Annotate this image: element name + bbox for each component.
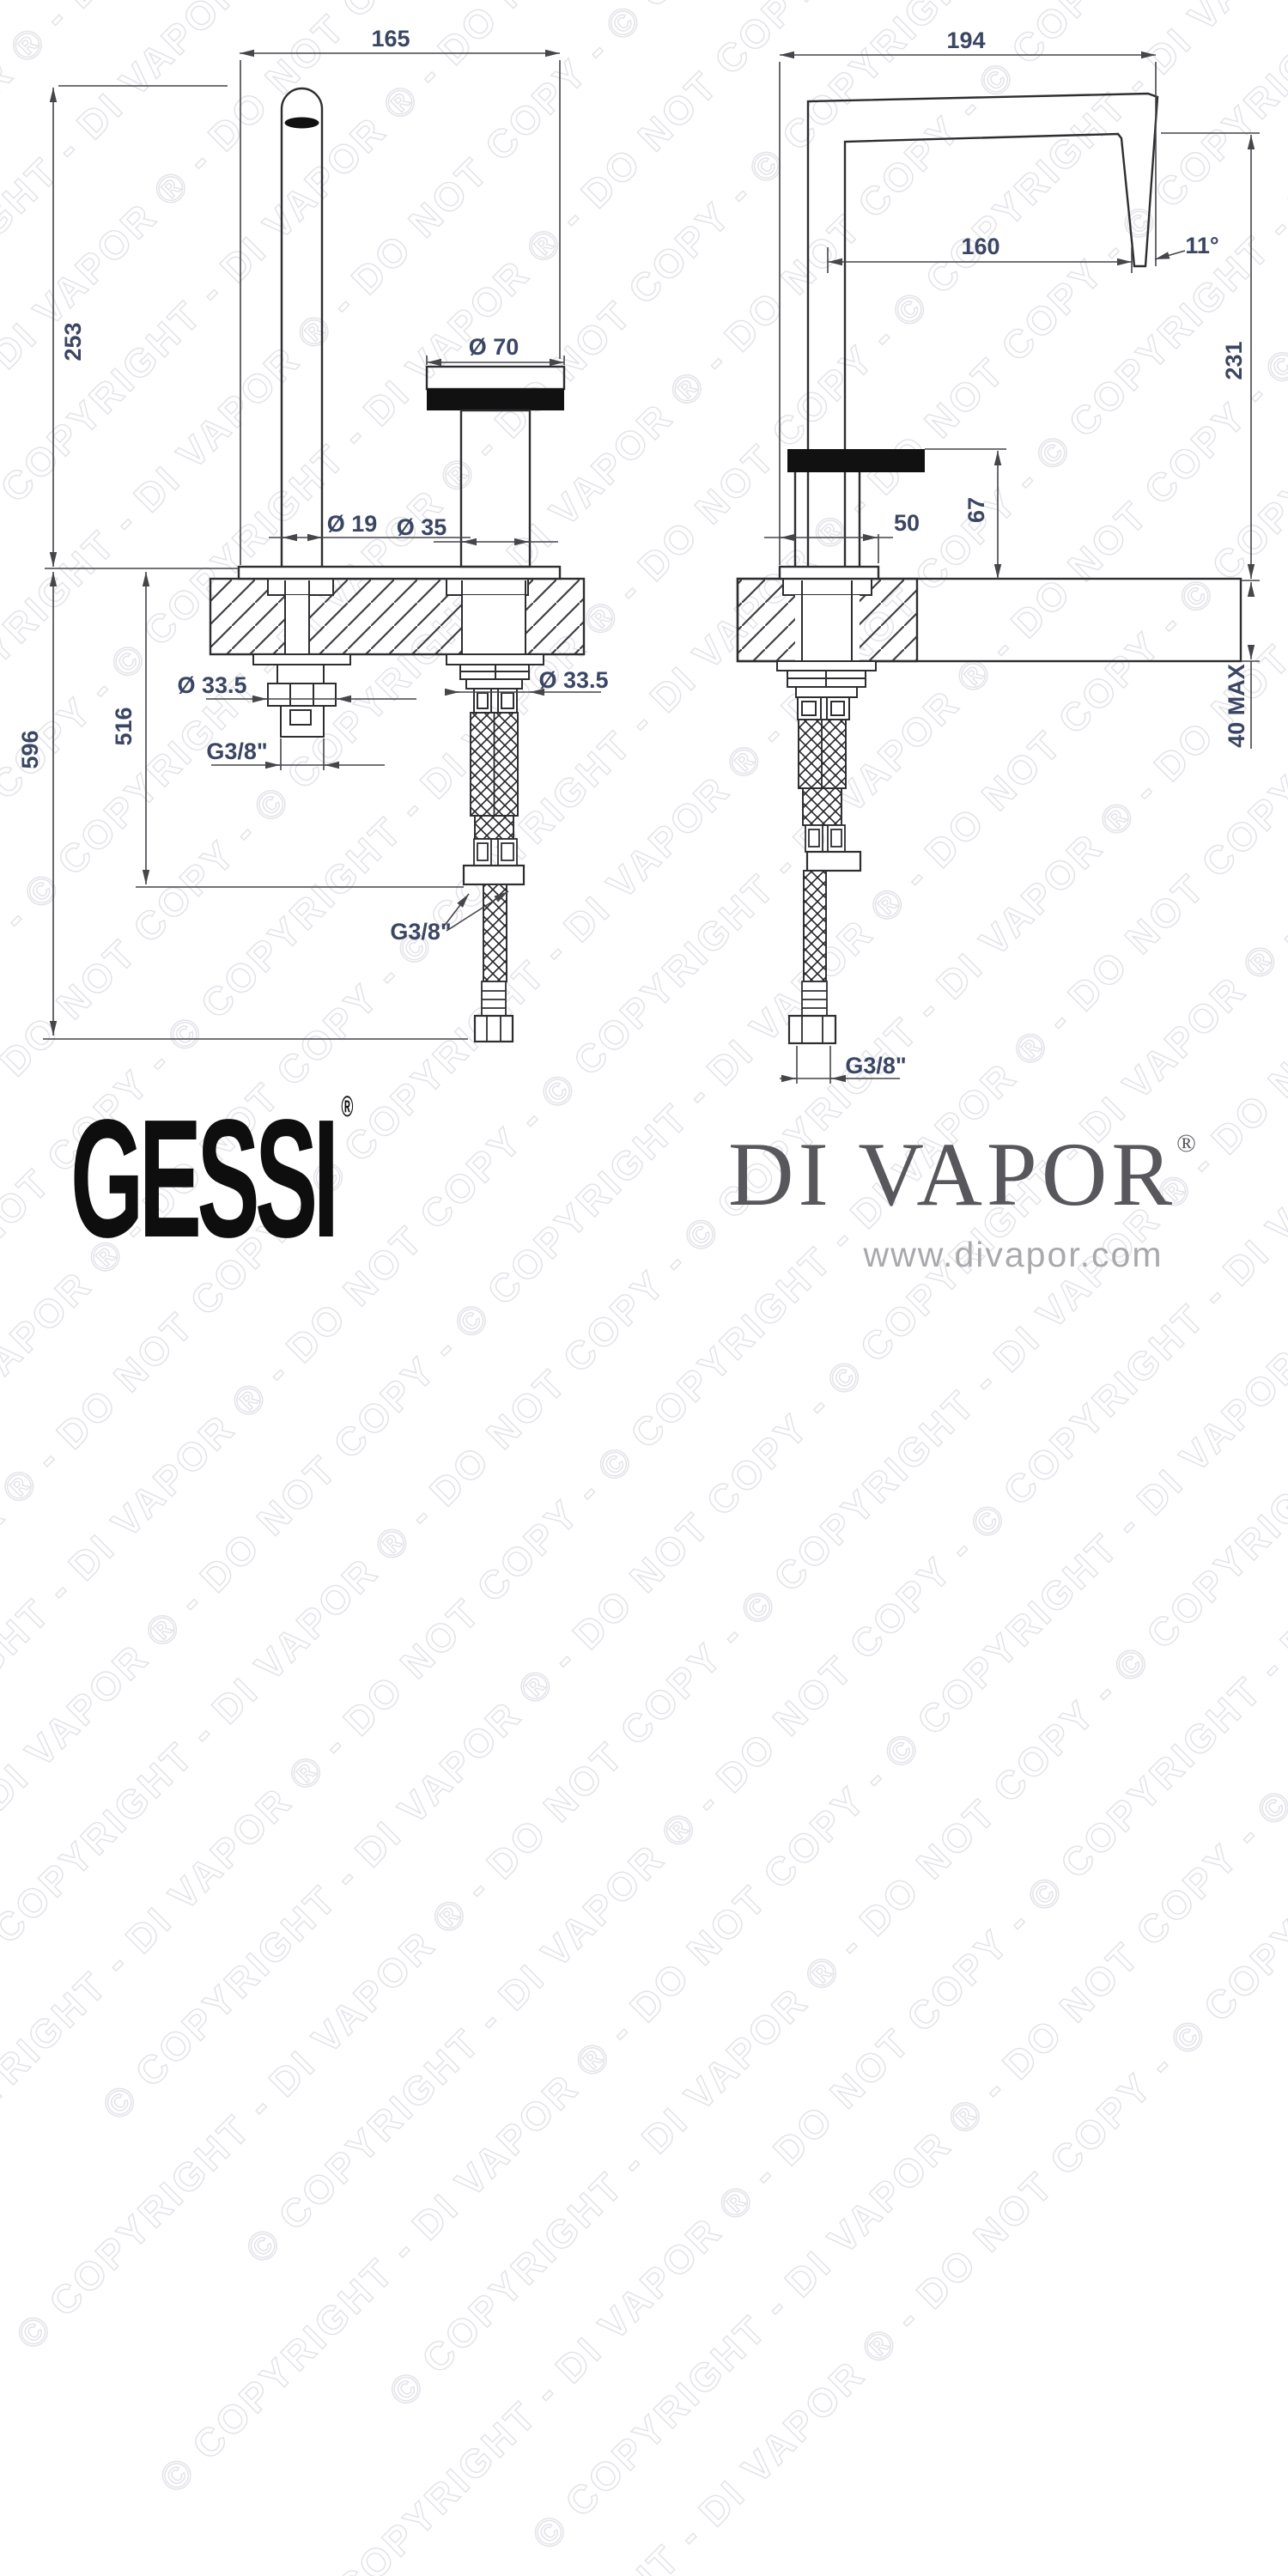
front-spout-tailpiece — [252, 653, 351, 738]
front-base-plate — [237, 565, 562, 580]
front-countertop-section — [209, 577, 586, 656]
gessi-registered-icon: ® — [341, 1091, 354, 1123]
dim-194: 194 — [946, 27, 985, 53]
divapor-website: www.divapor.com — [863, 1235, 1163, 1274]
aerator — [284, 117, 319, 129]
dim-40max: 40 MAX — [1224, 664, 1249, 748]
side-handle-band — [787, 449, 925, 472]
front-hoses — [462, 712, 526, 1043]
divapor-wordmark: DI VAPOR — [728, 1124, 1177, 1224]
divapor-logo: DI VAPOR® — [728, 1124, 1196, 1225]
gessi-wordmark: GESSI — [70, 1084, 339, 1273]
front-dimensions — [43, 49, 601, 1040]
dim-67: 67 — [963, 497, 989, 523]
front-view — [209, 87, 586, 1043]
dim-d335-left: Ø 33.5 — [177, 672, 246, 698]
dim-516: 516 — [111, 707, 137, 745]
dim-165: 165 — [371, 26, 410, 52]
side-countertop-section — [736, 577, 1242, 663]
dim-50: 50 — [894, 510, 920, 536]
dim-g38-spout: G3/8" — [206, 738, 267, 764]
dim-d335-right: Ø 33.5 — [538, 667, 608, 693]
front-handle-tailpiece — [446, 653, 544, 714]
dim-g38-hoses: G3/8" — [390, 919, 451, 945]
front-handle — [425, 365, 566, 568]
dim-253: 253 — [60, 322, 86, 361]
technical-drawing: 165 253 596 516 Ø 70 Ø 19 Ø 35 Ø 33.5 Ø … — [17, 26, 1260, 1084]
dim-g38-bottom: G3/8" — [845, 1053, 906, 1078]
divapor-registered-icon: ® — [1176, 1129, 1196, 1157]
dimension-labels: 165 253 596 516 Ø 70 Ø 19 Ø 35 Ø 33.5 Ø … — [17, 26, 1249, 1078]
side-base-plate — [778, 565, 880, 580]
side-hose — [787, 719, 862, 1045]
dim-d19: Ø 19 — [327, 511, 378, 537]
front-spout — [280, 87, 324, 567]
dim-231: 231 — [1221, 341, 1247, 380]
dim-11deg: 11° — [1185, 233, 1218, 258]
dim-d35: Ø 35 — [397, 514, 447, 540]
side-spout-body — [787, 92, 1159, 567]
side-dimensions — [764, 51, 1260, 1084]
side-view — [736, 92, 1242, 1045]
dim-160: 160 — [961, 234, 999, 259]
dim-596: 596 — [17, 730, 43, 769]
side-tailpiece — [776, 660, 877, 720]
gessi-logo: GESSI® — [70, 1092, 353, 1263]
dim-d70: Ø 70 — [469, 334, 519, 360]
